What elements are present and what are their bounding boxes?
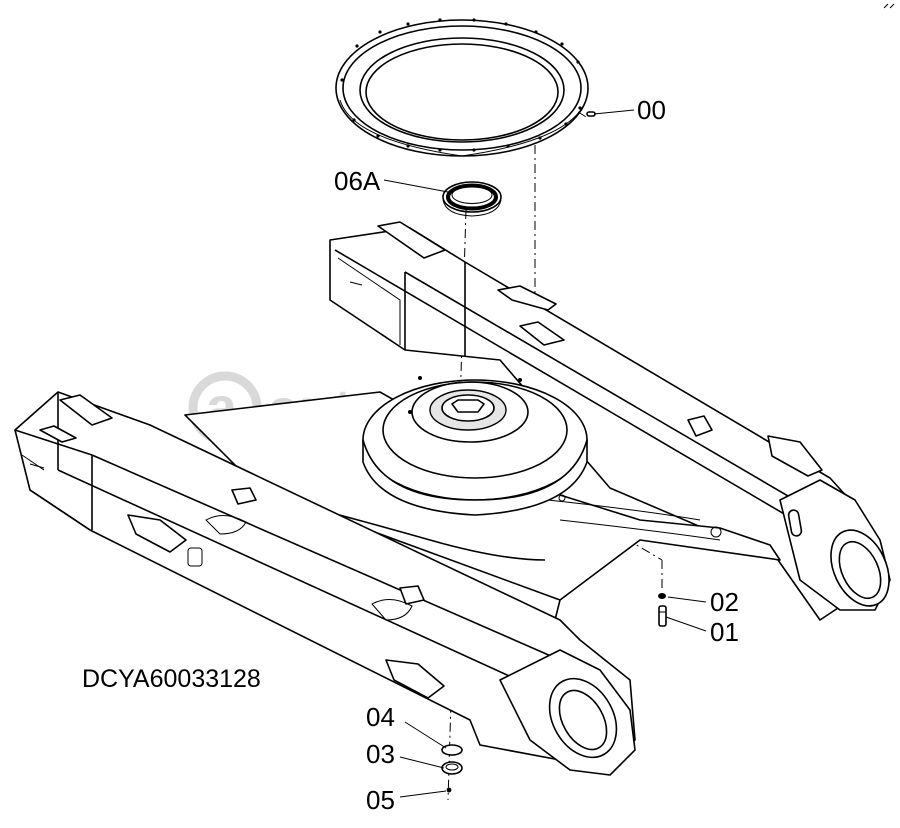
grease-fitting-02 [658,593,666,599]
drawing-code: DCYA60033128 [82,665,261,693]
part-label-00: 00 [637,95,666,125]
washer-03 [441,761,463,775]
bolt-01 [658,605,667,627]
swing-bearing-ring [335,18,596,157]
corner-mark [883,3,895,9]
shim-04 [441,744,463,756]
part-label-05: 05 [366,785,395,815]
part-label-01: 01 [710,617,739,647]
leader-lines [383,109,707,798]
bolt-05 [446,787,452,793]
part-label-04: 04 [366,702,395,732]
part-label-03: 03 [366,739,395,769]
center-joint-seal [442,181,502,217]
part-label-02: 02 [710,587,739,617]
part-label-06A: 06A [334,166,381,196]
track-frame [14,221,891,776]
